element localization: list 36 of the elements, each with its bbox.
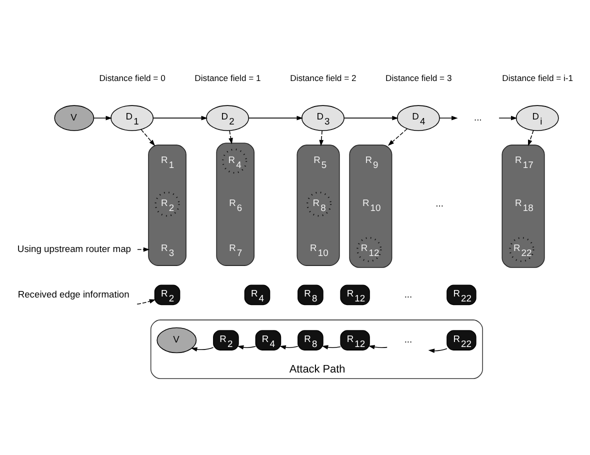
cluster — [502, 144, 545, 268]
cluster — [296, 144, 340, 266]
arrow — [93, 115, 112, 120]
arrow — [498, 115, 518, 120]
arrow — [140, 128, 156, 146]
arrow — [319, 130, 324, 146]
node-text: ... — [404, 334, 412, 344]
cluster — [216, 142, 254, 266]
arrow — [368, 344, 388, 349]
node-text: ... — [474, 112, 482, 122]
arrow — [388, 128, 408, 146]
arrow — [248, 115, 303, 120]
node-ellipse: V — [54, 104, 94, 130]
cluster — [148, 144, 186, 266]
node-label: Distance field = 2 — [290, 72, 356, 83]
node-label: Distance field = 1 — [194, 72, 261, 83]
node-label: Distance field = i-1 — [502, 72, 574, 83]
node-label: Distance field = 0 — [99, 72, 166, 83]
arrow — [439, 115, 458, 120]
arrow — [322, 344, 341, 349]
arrow — [280, 344, 298, 350]
arrow — [136, 298, 156, 304]
label: ... — [436, 198, 444, 208]
arrow — [137, 246, 150, 252]
cluster — [349, 144, 392, 268]
arrow — [344, 115, 398, 120]
label: ... — [404, 288, 412, 299]
arrow — [228, 130, 233, 144]
arrow — [190, 346, 214, 352]
arrow — [528, 130, 534, 146]
arrow — [237, 344, 256, 350]
node-label: Distance field = 3 — [386, 72, 452, 83]
node-text: Using upstream router map — [17, 243, 132, 254]
node-text: Received edge information — [18, 288, 130, 299]
arrow — [152, 115, 208, 120]
arrow — [428, 348, 448, 353]
